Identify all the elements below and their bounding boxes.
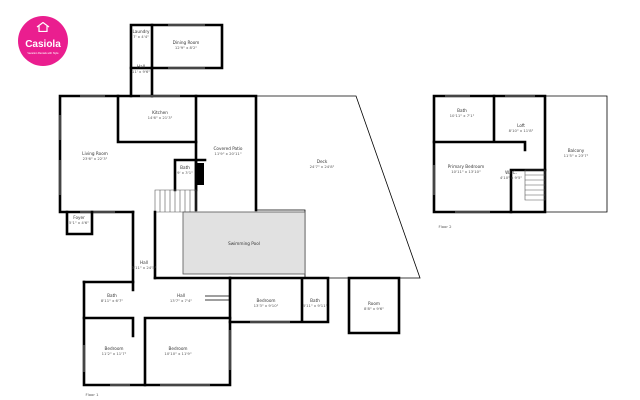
room-dims: 8'8" x 9'6" — [364, 306, 384, 311]
floor-2-label: Floor 2 — [438, 224, 452, 229]
room-dims: 10'11" x 7'1" — [450, 113, 475, 118]
room-name: Bedroom — [169, 346, 188, 351]
room-name: Hall — [140, 260, 148, 265]
room-name: Balcony — [568, 148, 585, 153]
room-name: W.I.C. — [505, 170, 517, 175]
room-name: Loft — [517, 123, 525, 128]
room-name: Swimming Pool — [228, 241, 260, 246]
room-name: Bath — [457, 108, 467, 113]
room-dims: 11' x 9'6" — [132, 69, 150, 74]
room-dims: 7' x 4'4" — [133, 34, 149, 39]
room-name: Bath — [180, 165, 190, 170]
swimming-pool — [182, 211, 306, 275]
room-name: Hall — [137, 64, 145, 69]
room-dims: 10'11" x 13'10" — [451, 169, 481, 174]
room-name: Dining Room — [173, 40, 200, 45]
room-dims: 8'11" x 9'11" — [303, 303, 328, 308]
room-name: Bedroom — [257, 298, 276, 303]
room-name: Room — [368, 301, 380, 306]
room-name: Laundry — [132, 29, 150, 34]
room-name: Deck — [317, 159, 328, 164]
logo-tagline: Vacation Rentals with Style — [27, 52, 59, 55]
room-dims: 10'10" x 11'9" — [164, 351, 191, 356]
floor-2-plan — [432, 94, 608, 214]
room-dims: 3'11" x 24'5" — [132, 265, 157, 270]
room-dims: 24'7" x 24'8" — [310, 164, 335, 169]
casiola-logo: Casiola Vacation Rentals with Style — [18, 16, 68, 66]
room-dims: 9' x 3'1" — [177, 170, 193, 175]
room-name: Hall — [177, 293, 185, 298]
room-dims: 23'6" x 22'3" — [83, 156, 108, 161]
room-dims: 13'3" x 9'10" — [254, 303, 279, 308]
room-dims: 5'1" x 4'6" — [69, 220, 89, 225]
room-name: Bath — [107, 293, 117, 298]
room-dims: 13'7" x 7'4" — [170, 298, 193, 303]
room-dims: 8'10" x 11'8" — [509, 128, 534, 133]
room-name: Kitchen — [152, 110, 168, 115]
room-name: Foyer — [73, 215, 85, 220]
room-dims: 4'10" x 9'5" — [500, 175, 523, 180]
room-name: Primary Bedroom — [448, 164, 484, 169]
floor-1-label: Floor 1 — [85, 392, 99, 397]
room-dims: 11'5" x 23'7" — [564, 153, 589, 158]
house-icon — [36, 22, 50, 32]
stair-block — [196, 163, 204, 185]
room-dims: 11'2" x 11'7" — [102, 351, 127, 356]
room-name: Living Room — [82, 151, 108, 156]
room-name: Bedroom — [105, 346, 124, 351]
floor-1-plan — [58, 23, 421, 387]
room-labels: Laundry 7' x 4'4" Dining Room 12'9" x 8'… — [69, 29, 589, 356]
room-dims: 14'6" x 21'3" — [148, 115, 173, 120]
room-name: Bath — [310, 298, 320, 303]
room-name: Covered Patio — [213, 146, 242, 151]
room-dims: 8'11" x 6'7" — [101, 298, 124, 303]
room-dims: 11'9" x 20'11" — [214, 151, 241, 156]
logo-name: Casiola — [25, 39, 61, 50]
room-dims: 12'9" x 8'2" — [175, 45, 198, 50]
